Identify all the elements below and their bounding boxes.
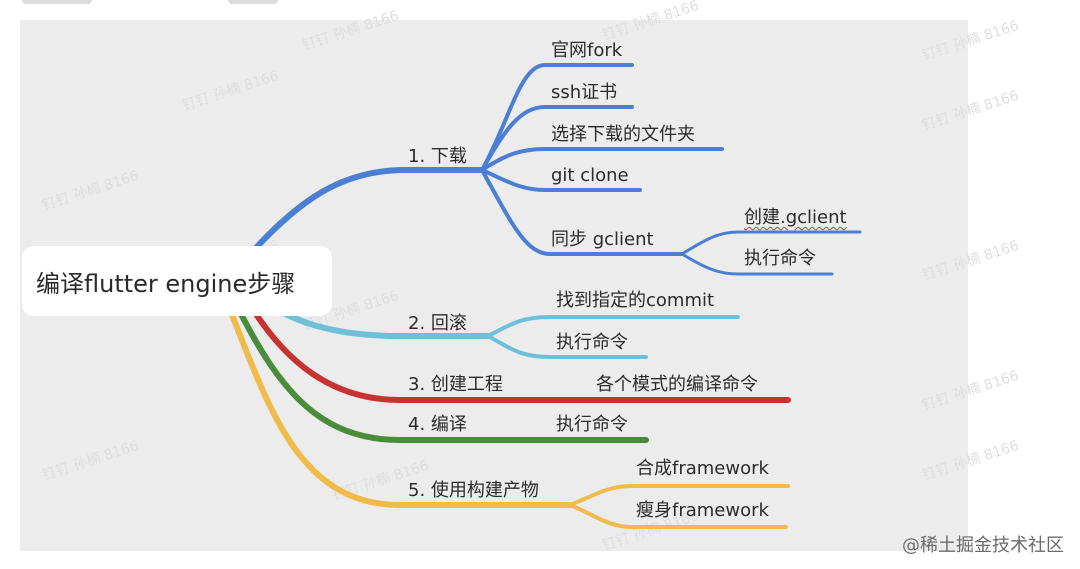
node-git-clone[interactable]: git clone xyxy=(551,165,629,186)
node-rollback[interactable]: 2. 回滚 xyxy=(408,313,467,334)
edge-download-fork xyxy=(480,63,634,172)
edge-sync-gclient xyxy=(680,230,862,256)
root-node[interactable]: 编译flutter engine步骤 xyxy=(22,246,332,316)
node-create-project[interactable]: 3. 创建工程 xyxy=(408,374,503,395)
edge-download-sync xyxy=(480,168,684,256)
branch-download-lines xyxy=(249,63,862,276)
source-credit: @稀土掘金技术社区 xyxy=(902,535,1064,556)
node-select-folder[interactable]: 选择下载的文件夹 xyxy=(551,124,695,145)
node-download[interactable]: 1. 下载 xyxy=(408,146,467,167)
edge-root-download xyxy=(249,167,485,255)
edge-sync-exec xyxy=(680,252,834,276)
toolbar-tab-stub xyxy=(22,0,92,4)
edge-root-compile xyxy=(237,309,649,443)
edge-root-create xyxy=(249,305,791,403)
node-slim-framework[interactable]: 瘦身framework xyxy=(636,500,769,521)
node-create-gclient[interactable]: 创建.gclient xyxy=(744,207,847,228)
edge-rollback-exec xyxy=(486,334,648,359)
node-find-commit[interactable]: 找到指定的commit xyxy=(556,290,715,311)
node-compile[interactable]: 4. 编译 xyxy=(408,414,467,435)
node-ssh-cert[interactable]: ssh证书 xyxy=(551,82,618,103)
edge-download-folder xyxy=(480,147,724,172)
edge-download-ssh xyxy=(480,105,634,172)
node-merge-framework[interactable]: 合成framework xyxy=(636,458,769,479)
toolbar-tab-stub xyxy=(228,0,278,4)
branch-compile-lines xyxy=(237,309,649,443)
branch-create-lines xyxy=(249,305,791,403)
node-sync-gclient[interactable]: 同步 gclient xyxy=(551,229,654,250)
node-compile-exec-command[interactable]: 执行命令 xyxy=(556,414,628,435)
branch-use-lines xyxy=(229,312,790,529)
node-use-artifacts[interactable]: 5. 使用构建产物 xyxy=(408,480,539,501)
node-rollback-exec-command[interactable]: 执行命令 xyxy=(556,332,628,353)
edge-rollback-commit xyxy=(486,315,740,338)
node-official-fork[interactable]: 官网fork xyxy=(551,40,623,61)
edge-use-slim xyxy=(568,503,788,529)
node-sync-exec-command[interactable]: 执行命令 xyxy=(744,248,816,269)
edge-root-use xyxy=(229,312,573,508)
node-mode-build-commands[interactable]: 各个模式的编译命令 xyxy=(596,374,758,395)
edge-use-merge xyxy=(568,484,790,507)
edge-download-clone xyxy=(480,168,642,192)
